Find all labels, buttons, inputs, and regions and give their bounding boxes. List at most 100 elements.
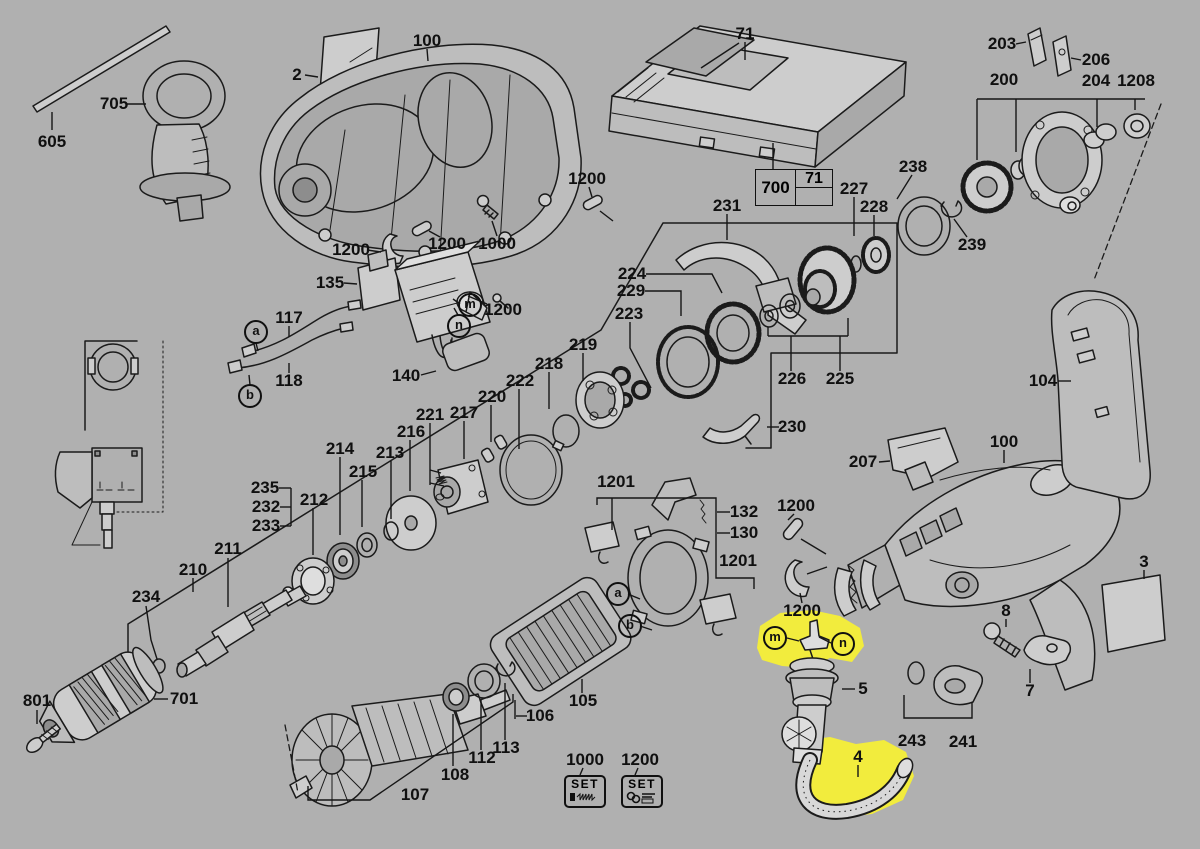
set-box-1200: SET [621, 775, 663, 808]
part-222-race-ring [499, 434, 565, 506]
leader-line [343, 282, 358, 285]
part-108-bearing [442, 682, 470, 712]
part-label-1200: 1200 [332, 240, 370, 259]
part-label-100: 100 [989, 432, 1019, 451]
set-box-1000-text: SET [571, 777, 599, 791]
part-112-ring [467, 663, 501, 699]
part-label-225: 225 [825, 369, 855, 388]
part-1200-clip-a [381, 233, 404, 265]
part-105-field-stator [489, 576, 632, 707]
part-label-235: 235 [250, 478, 280, 497]
part-label-231: 231 [712, 196, 742, 215]
leader-line [599, 210, 614, 222]
leader-line [800, 538, 827, 555]
part-label-3: 3 [1139, 552, 1149, 571]
part-label-232: 232 [251, 497, 281, 516]
part-226-sleeves [759, 293, 801, 328]
leader-line [1070, 57, 1082, 61]
part-label-801: 801 [22, 691, 52, 710]
leader-line [307, 694, 514, 801]
part-3-label-sticker [1101, 574, 1166, 653]
set-box-1000: SET [564, 775, 606, 808]
part-113-snap-ring [495, 661, 516, 677]
part-225-gear-set [797, 245, 857, 315]
leader-line [429, 482, 445, 487]
leader-line [639, 625, 653, 631]
part-label-130: 130 [729, 523, 759, 542]
group-boundary-dashed-bottom [284, 724, 299, 794]
part-label-1000: 1000 [566, 750, 604, 769]
part-label-224: 224 [617, 264, 647, 283]
part-8-screw [983, 622, 1021, 658]
part-label-117: 117 [275, 308, 303, 327]
leader-line [428, 230, 441, 238]
part-label-222: 222 [505, 371, 535, 390]
part-label-200: 200 [989, 70, 1019, 89]
part-label-203: 203 [987, 34, 1017, 53]
circled-letter-a: a [244, 320, 268, 344]
part-label-104: 104 [1028, 371, 1058, 390]
part-241-grommet [933, 665, 984, 706]
leader-line [799, 592, 803, 604]
part-117-wire [241, 299, 362, 358]
group-boundary-dashed-right [1093, 103, 1162, 281]
part-1208-ball-bearing [1123, 113, 1151, 139]
part-label-230: 230 [777, 417, 807, 436]
part-227-washer [850, 255, 862, 273]
circled-letter-a: a [606, 582, 630, 606]
part-215-ring [356, 532, 378, 558]
gearbox-group-outline [127, 222, 898, 653]
leader-line [806, 566, 828, 575]
ref-table-cell-700: 700 [756, 170, 796, 205]
part-230-spring-clip [702, 413, 761, 445]
leader-line [145, 605, 158, 660]
part-label-605: 605 [37, 132, 67, 151]
part-label-105: 105 [568, 691, 598, 710]
part-label-1200: 1200 [621, 750, 659, 769]
part-label-239: 239 [957, 235, 987, 254]
part-label-108: 108 [440, 765, 470, 784]
leader-line [627, 593, 641, 600]
part-label-220: 220 [477, 387, 507, 406]
part-140-suppressor [442, 332, 490, 372]
part-label-4: 4 [853, 747, 863, 766]
part-801-screw [26, 723, 61, 754]
part-223-ratchet-ring [656, 325, 720, 399]
part-label-229: 229 [616, 281, 646, 300]
part-label-211: 211 [214, 539, 242, 558]
leader-line [818, 636, 832, 644]
part-label-218: 218 [534, 354, 564, 373]
part-705-auxiliary-handle [139, 60, 231, 222]
part-207-selector-button [887, 427, 959, 491]
leader-line [588, 186, 593, 198]
part-label-1200: 1200 [568, 169, 606, 188]
ref-table-cell-71: 71 [796, 170, 832, 188]
part-211-spindle-shaft [176, 585, 307, 678]
part-label-1208: 1208 [1117, 71, 1155, 90]
part-label-1200: 1200 [783, 601, 821, 620]
part-605-depth-rod [32, 25, 171, 113]
part-238-ring [897, 196, 951, 256]
part-1200-clip-b [784, 559, 810, 598]
part-label-228: 228 [859, 197, 889, 216]
part-label-107: 107 [400, 785, 430, 804]
part-label-234: 234 [131, 587, 161, 606]
circled-letter-m: m [763, 626, 787, 650]
part-214-bearing [326, 542, 360, 580]
part-216-washer-disc [385, 495, 437, 551]
part-118-wire [227, 321, 354, 374]
part-1000-screw-top [476, 194, 499, 220]
part-label-1200: 1200 [428, 234, 466, 253]
part-label-140: 140 [391, 366, 421, 385]
leader-line [596, 497, 717, 505]
leader-line [304, 74, 319, 78]
part-label-215: 215 [348, 462, 378, 481]
leader-line [420, 370, 437, 376]
part-label-241: 241 [948, 732, 978, 751]
leader-line [646, 273, 723, 294]
leader-line [903, 695, 973, 719]
part-label-243: 243 [897, 731, 927, 750]
part-label-113: 113 [492, 738, 520, 757]
leader-line [426, 48, 429, 62]
